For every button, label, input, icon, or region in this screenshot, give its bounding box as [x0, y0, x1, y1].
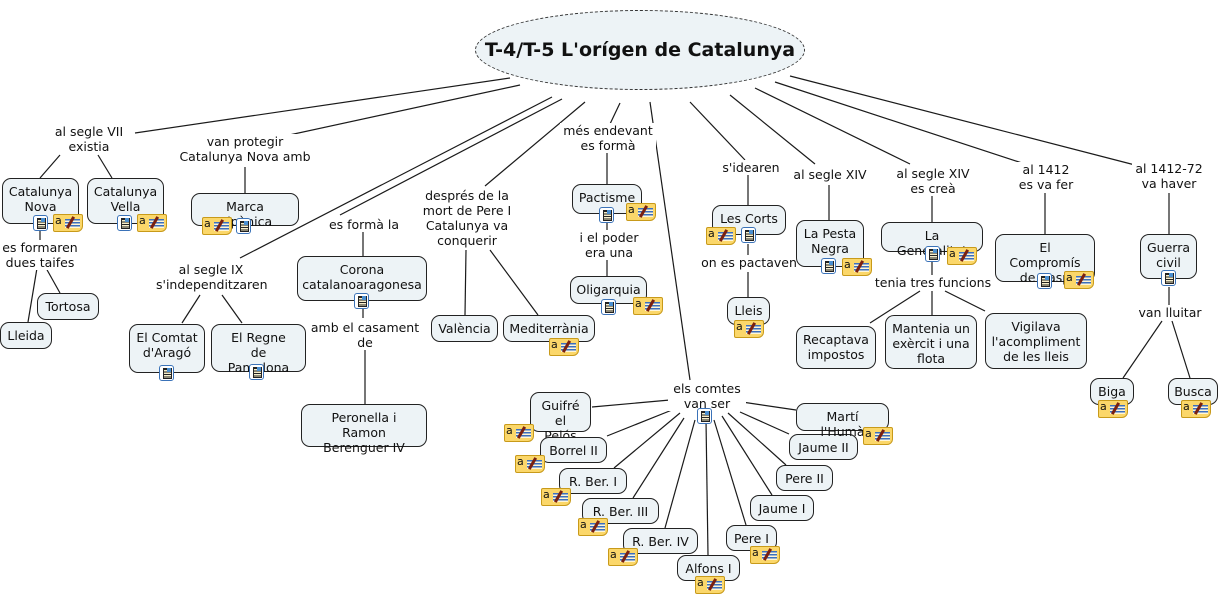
resource-icon[interactable] [236, 218, 251, 234]
link-segle-xiv-a: al segle XIV [788, 167, 872, 182]
root-concept[interactable]: T-4/T-5 L'orígen de Catalunya [475, 10, 805, 90]
concept-vigilava[interactable]: Vigilava l'acompliment de les lleis [985, 313, 1087, 369]
note-icon[interactable] [53, 214, 83, 232]
note-icon[interactable] [842, 258, 872, 276]
note-icon[interactable] [695, 576, 725, 594]
resource-icon[interactable] [697, 408, 712, 424]
link-segle-ix: al segle IX s'independitzaren [155, 262, 268, 292]
concept-guifre[interactable]: Guifré el Pelós [530, 392, 591, 443]
link-poder: i el poder era una [576, 230, 642, 260]
note-icon[interactable] [202, 217, 232, 235]
resource-icon[interactable] [354, 293, 369, 309]
concept-marti[interactable]: Martí l'Humà [796, 403, 889, 439]
concept-borrel[interactable]: Borrel II [540, 437, 607, 463]
resource-icon[interactable] [117, 215, 132, 231]
note-icon[interactable] [504, 424, 534, 442]
resource-icon[interactable] [821, 258, 836, 274]
note-icon[interactable] [541, 488, 571, 506]
link-pactaven: on es pactaven [700, 255, 798, 270]
link-comtes: els comtes van ser [668, 381, 746, 411]
resource-icon[interactable] [741, 227, 756, 243]
resource-icon[interactable] [1161, 270, 1176, 286]
link-1412-72: al 1412-72 va haver [1132, 161, 1206, 191]
note-icon[interactable] [947, 247, 977, 265]
link-mes-endevant: més endevant es formà [560, 123, 656, 153]
note-icon[interactable] [1181, 400, 1211, 418]
concept-jaume2[interactable]: Jaume II [789, 434, 858, 460]
concept-mantenia[interactable]: Mantenia un exèrcit i una flota [885, 315, 977, 369]
link-segle-xiv-b: al segle XIV es creà [893, 166, 973, 196]
note-icon[interactable] [633, 297, 663, 315]
resource-icon[interactable] [33, 215, 48, 231]
link-casament: amb el casament de [308, 320, 422, 350]
resource-icon[interactable] [249, 364, 264, 380]
concept-catalunya-nova[interactable]: Catalunya Nova [2, 178, 79, 224]
resource-icon[interactable] [1037, 273, 1052, 289]
concept-pere2[interactable]: Pere II [776, 465, 833, 491]
concept-recaptava[interactable]: Recaptava impostos [796, 326, 876, 369]
resource-icon[interactable] [159, 365, 174, 381]
note-icon[interactable] [750, 546, 780, 564]
concept-peronella[interactable]: Peronella i Ramon Berenguer IV [301, 404, 427, 455]
note-icon[interactable] [863, 427, 893, 445]
note-icon[interactable] [515, 455, 545, 473]
resource-icon[interactable] [599, 207, 614, 223]
note-icon[interactable] [706, 227, 736, 245]
link-protegir: van protegir Catalunya Nova amb [176, 134, 314, 164]
concept-valencia[interactable]: València [431, 315, 498, 342]
root-title: T-4/T-5 L'orígen de Catalunya [484, 39, 796, 61]
link-1412: al 1412 es va fer [1012, 162, 1080, 192]
note-icon[interactable] [1064, 271, 1094, 289]
link-tres-funcions: tenia tres funcions [872, 275, 994, 290]
note-icon[interactable] [1098, 400, 1128, 418]
link-despres: després de la mort de Pere I Catalunya v… [420, 188, 514, 248]
link-es-forma-la: es formà la [325, 217, 403, 232]
link-segle-vii: al segle VII existia [48, 124, 130, 154]
link-taifes: es formaren dues taifes [0, 240, 80, 270]
concept-jaume1[interactable]: Jaume I [750, 495, 814, 521]
link-lluitar: van lluitar [1134, 305, 1206, 320]
link-idearen: s'idearen [718, 160, 784, 175]
note-icon[interactable] [549, 338, 579, 356]
concept-lleida[interactable]: Lleida [0, 322, 52, 349]
concept-pactisme[interactable]: Pactisme [572, 184, 642, 214]
concept-rber4[interactable]: R. Ber. IV [623, 528, 698, 554]
resource-icon[interactable] [601, 299, 616, 315]
resource-icon[interactable] [925, 246, 940, 262]
note-icon[interactable] [578, 518, 608, 536]
concept-tortosa[interactable]: Tortosa [37, 293, 99, 320]
note-icon[interactable] [626, 203, 656, 221]
note-icon[interactable] [608, 548, 638, 566]
concept-comtat-arago[interactable]: El Comtat d'Aragó [129, 324, 205, 373]
note-icon[interactable] [137, 214, 167, 232]
note-icon[interactable] [734, 320, 764, 338]
